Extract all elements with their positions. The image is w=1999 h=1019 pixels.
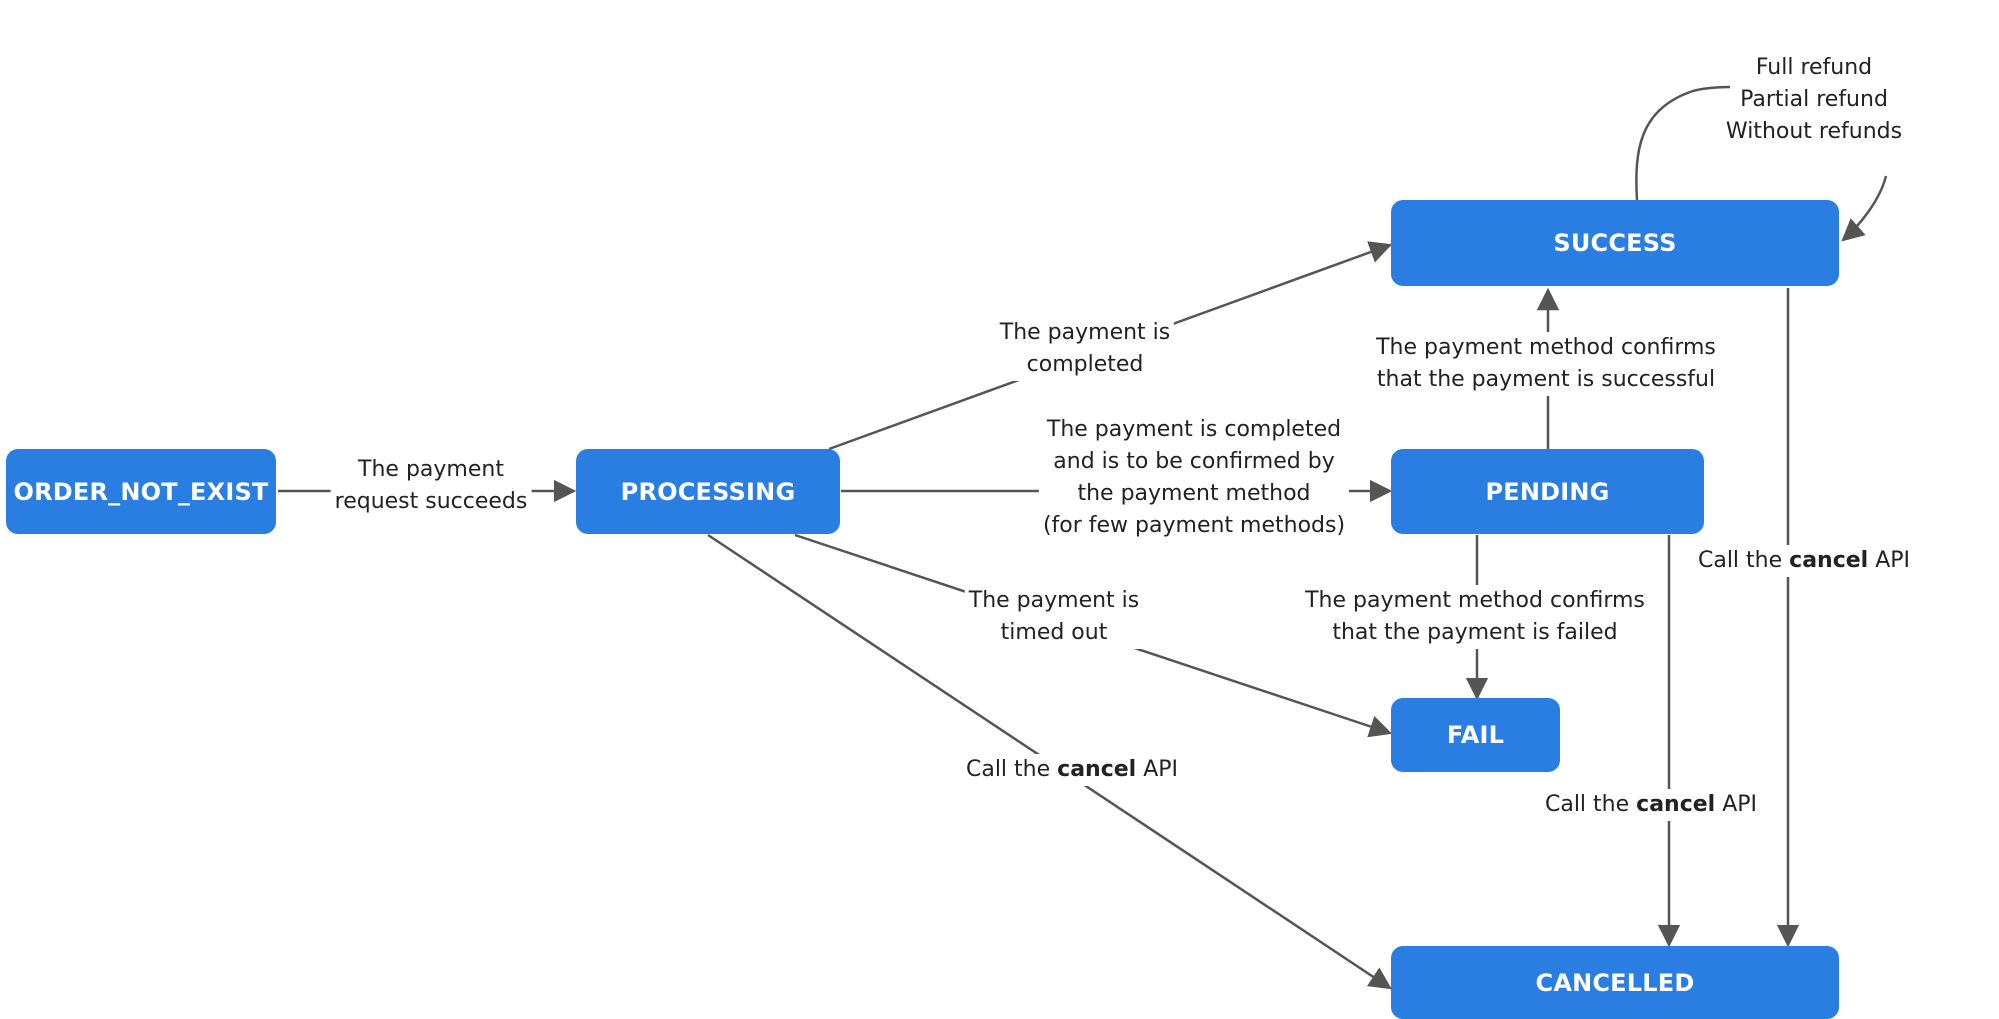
- label-line: timed out: [1000, 620, 1108, 645]
- cancel-keyword: cancel: [1636, 792, 1716, 817]
- cancel-keyword: cancel: [1789, 548, 1869, 573]
- cancel-suffix: API: [1143, 757, 1179, 782]
- label-line: Call the cancel API: [966, 754, 1178, 786]
- label-line: Without refunds: [1725, 119, 1903, 144]
- state-fail: FAIL: [1391, 698, 1560, 772]
- label-line: the payment method: [1077, 481, 1311, 506]
- label-line: request succeeds: [334, 489, 528, 514]
- label-line: The payment: [358, 457, 504, 482]
- label-line: The payment is: [968, 588, 1140, 613]
- label-cancel-from-processing: Call the cancel API: [961, 754, 1183, 786]
- label-line: The payment method confirms: [1376, 335, 1716, 360]
- label-timed-out: The payment is timed out: [964, 585, 1144, 649]
- label-line: Call the cancel API: [1545, 789, 1757, 821]
- state-cancelled: CANCELLED: [1391, 946, 1839, 1019]
- cancel-prefix: Call the: [1697, 548, 1783, 573]
- label-line: that the payment is failed: [1332, 620, 1618, 645]
- label-line: Full refund: [1755, 55, 1873, 80]
- state-pending: PENDING: [1391, 449, 1704, 534]
- state-processing: PROCESSING: [576, 449, 840, 534]
- label-line: that the payment is successful: [1376, 367, 1716, 392]
- label-line: Call the cancel API: [1698, 545, 1910, 577]
- label-payment-completed: The payment is completed: [995, 317, 1175, 381]
- label-line: The payment is completed: [1046, 417, 1342, 442]
- state-order-not-exist: ORDER_NOT_EXIST: [6, 449, 276, 534]
- label-line: Partial refund: [1740, 87, 1888, 112]
- state-success: SUCCESS: [1391, 200, 1839, 286]
- label-confirms-success: The payment method confirms that the pay…: [1372, 332, 1720, 396]
- cancel-prefix: Call the: [1544, 792, 1630, 817]
- label-line: The payment is: [999, 320, 1171, 345]
- edge-success-self-loop-return: [1841, 175, 1888, 242]
- label-cancel-from-success: Call the cancel API: [1693, 545, 1915, 577]
- label-confirms-failed: The payment method confirms that the pay…: [1301, 585, 1649, 649]
- cancel-keyword: cancel: [1057, 757, 1137, 782]
- label-completed-to-confirm: The payment is completed and is to be co…: [1038, 414, 1350, 542]
- label-line: and is to be confirmed by: [1053, 449, 1335, 474]
- label-line: (for few payment methods): [1042, 513, 1346, 538]
- label-line: completed: [1026, 352, 1144, 377]
- label-cancel-from-pending: Call the cancel API: [1540, 789, 1762, 821]
- cancel-suffix: API: [1722, 792, 1758, 817]
- label-line: The payment method confirms: [1305, 588, 1645, 613]
- label-refunds: Full refund Partial refund Without refun…: [1722, 52, 1906, 148]
- cancel-prefix: Call the: [965, 757, 1051, 782]
- cancel-suffix: API: [1875, 548, 1911, 573]
- label-request-succeeds: The payment request succeeds: [330, 454, 532, 518]
- edge-success-self-loop: [1635, 85, 1731, 201]
